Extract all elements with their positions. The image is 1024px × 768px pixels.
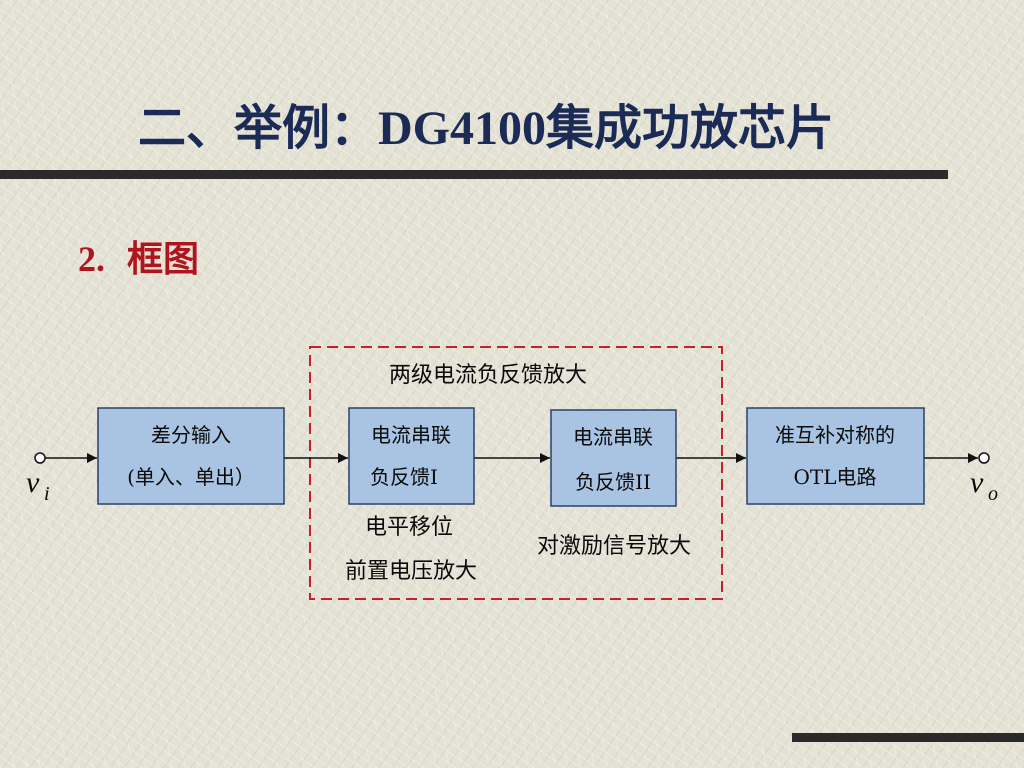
output-terminal (978, 452, 990, 464)
block-otl: 准互补对称的 OTL电路 (746, 407, 925, 505)
output-symbol: v o (970, 466, 998, 505)
block-diff-input-line1: 差分输入 (151, 423, 231, 447)
block-feedback-2-line1: 电流串联 (573, 425, 653, 449)
block-otl-box (746, 407, 925, 505)
section-number: 2. (78, 239, 105, 279)
group-label: 两级电流负反馈放大 (389, 363, 587, 388)
slide-title: 二、举例：DG4100集成功放芯片 (138, 102, 835, 155)
output-symbol-sub: o (988, 483, 998, 505)
input-terminal (34, 452, 46, 464)
block-otl-line2: OTL电路 (793, 465, 876, 489)
section-heading: 2. 框图 (78, 230, 199, 282)
block-feedback-2: 电流串联 负反馈II (550, 409, 677, 507)
section-title: 框图 (127, 239, 200, 279)
footer-divider (792, 733, 1024, 742)
block-otl-line1: 准互补对称的 (775, 423, 895, 447)
input-symbol: v i (26, 466, 50, 505)
input-symbol-sub: i (44, 483, 50, 505)
block-feedback-1: 电流串联 负反馈I (348, 407, 475, 505)
annotation-preamp: 前置电压放大 (345, 559, 477, 584)
annotation-driver: 对激励信号放大 (537, 534, 691, 559)
output-symbol-v: v (970, 466, 984, 499)
block-diff-input-box (97, 407, 285, 505)
block-feedback-1-box (348, 407, 475, 505)
block-feedback-1-line1: 电流串联 (371, 423, 451, 447)
input-symbol-v: v (26, 466, 40, 499)
group-dashed-border (309, 346, 723, 600)
annotation-level-shift: 电平移位 (365, 515, 453, 540)
block-feedback-1-line2: 负反馈I (370, 465, 438, 489)
block-diff-input: 差分输入 (单入、单出） (97, 407, 285, 505)
block-diff-input-line2: (单入、单出） (127, 465, 255, 489)
block-feedback-2-line2: 负反馈II (575, 470, 651, 494)
title-divider (0, 170, 948, 179)
block-feedback-2-box (550, 409, 677, 507)
